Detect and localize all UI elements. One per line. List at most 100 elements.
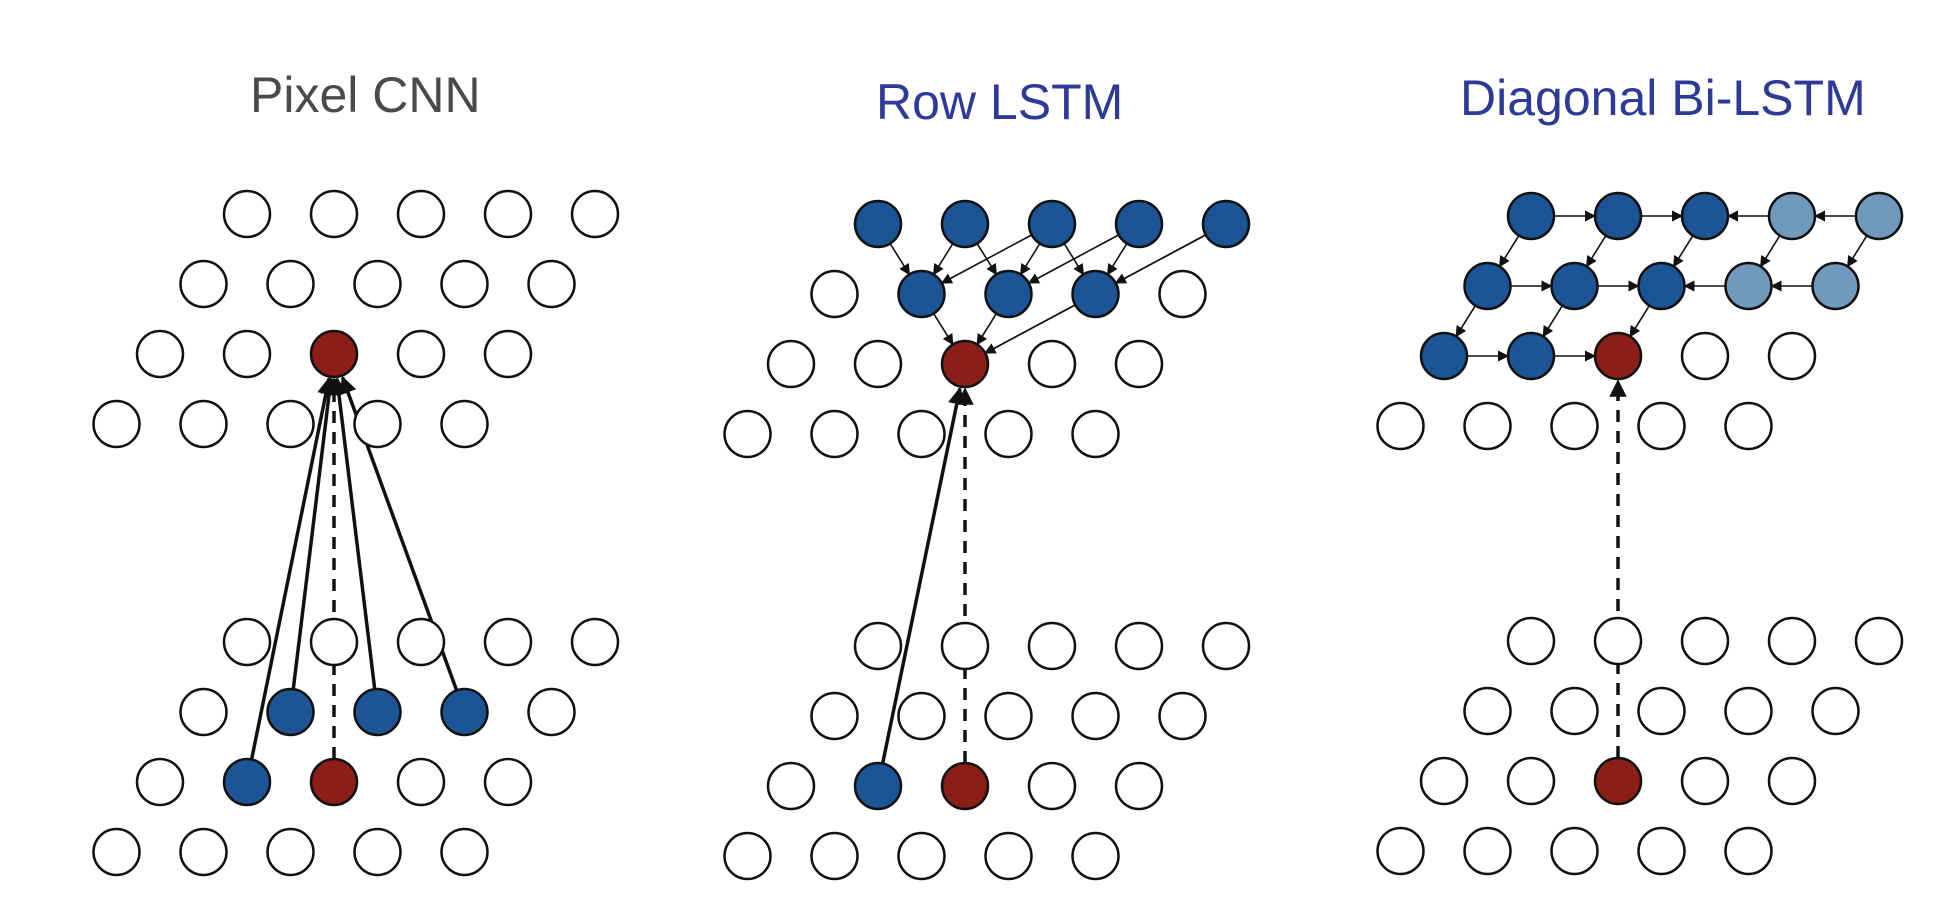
- diagonal-bilstm-node: [1724, 261, 1773, 311]
- row-lstm-node: [1201, 621, 1251, 671]
- row-lstm-node: [810, 691, 859, 741]
- diagonal-bilstm-node: [1854, 616, 1904, 666]
- row-lstm-arrow: [1019, 243, 1041, 276]
- diagonal-bilstm-node: [1767, 331, 1817, 381]
- pixel-cnn-node: [266, 399, 315, 449]
- row-lstm-node: [940, 199, 990, 249]
- pixel-cnn-node: [222, 329, 272, 379]
- row-lstm-node: [1071, 269, 1120, 319]
- diagonal-bilstm-node: [1854, 191, 1904, 241]
- pixel-cnn-node: [440, 687, 489, 737]
- row-lstm-node: [1114, 761, 1164, 811]
- diagonal-bilstm-node: [1680, 331, 1730, 381]
- diagonal-bilstm-node: [1637, 261, 1686, 311]
- pixel-cnn-node: [483, 189, 533, 239]
- diagonal-bilstm-node: [1637, 686, 1686, 736]
- row-lstm-node: [1071, 409, 1120, 459]
- row-lstm-node: [897, 831, 946, 881]
- row-lstm-node: [810, 269, 859, 319]
- row-lstm-node: [1027, 339, 1077, 389]
- row-lstm-arrow: [976, 313, 998, 346]
- edges-layer: [249, 210, 1868, 764]
- row-lstm-node: [940, 621, 990, 671]
- diagonal-bilstm-node: [1506, 756, 1556, 806]
- row-lstm-node: [1027, 621, 1077, 671]
- row-lstm-arrow: [889, 243, 911, 276]
- pixel-cnn-node: [179, 827, 228, 877]
- row-lstm-arrow: [940, 234, 1033, 284]
- row-lstm-node: [940, 339, 990, 389]
- row-lstm-arrow: [880, 386, 966, 764]
- pixel-cnn-node: [135, 329, 185, 379]
- diagonal-bilstm-node: [1463, 261, 1512, 311]
- pixel-cnn-node: [309, 189, 359, 239]
- row-lstm-node: [897, 269, 946, 319]
- pixel-cnn-node: [353, 399, 402, 449]
- pixel-cnn-arrow: [291, 377, 338, 690]
- row-lstm-node: [940, 761, 990, 811]
- diagonal-bilstm-node: [1463, 686, 1512, 736]
- row-lstm-node: [1114, 199, 1164, 249]
- pixel-cnn-node: [266, 687, 315, 737]
- pixel-cnn-node: [396, 617, 446, 667]
- diagonal-bilstm-node: [1680, 191, 1730, 241]
- pixel-cnn-node: [396, 757, 446, 807]
- pixel-cnn-node: [396, 189, 446, 239]
- diagonal-bilstm-node: [1767, 756, 1817, 806]
- diagonal-bilstm-node: [1637, 826, 1686, 876]
- diagonal-bilstm-node: [1506, 331, 1556, 381]
- pixel-cnn-node: [570, 189, 620, 239]
- pixel-cnn-node: [222, 757, 272, 807]
- row-lstm-node: [1114, 339, 1164, 389]
- diagonal-bilstm-arrow: [1498, 235, 1520, 268]
- diagonal-bilstm-node: [1550, 261, 1599, 311]
- pixel-cnn-node: [309, 757, 359, 807]
- pixel-cnn-node: [353, 827, 402, 877]
- row-lstm-node: [1201, 199, 1251, 249]
- diagonal-bilstm-node: [1724, 826, 1773, 876]
- row-lstm-node: [897, 691, 946, 741]
- diagonal-bilstm-node: [1506, 191, 1556, 241]
- pixel-cnn-title: Pixel CNN: [250, 67, 481, 123]
- diagonal-bilstm-node: [1811, 261, 1860, 311]
- diagonal-bilstm-node: [1680, 616, 1730, 666]
- diagonal-bilstm-node: [1593, 756, 1643, 806]
- diagonal-bilstm-node: [1637, 401, 1686, 451]
- diagonal-bilstm-node: [1767, 191, 1817, 241]
- diagonal-bilstm-node: [1811, 686, 1860, 736]
- row-lstm-node: [853, 199, 903, 249]
- row-lstm-node: [984, 691, 1033, 741]
- nodes-layer: [92, 189, 1904, 881]
- pixel-cnn-node: [396, 329, 446, 379]
- row-lstm-node: [810, 831, 859, 881]
- pixel-cnn-node: [440, 399, 489, 449]
- pixel-cnn-node: [570, 617, 620, 667]
- diagonal-bilstm-node: [1680, 756, 1730, 806]
- pixel-cnn-node: [222, 189, 272, 239]
- diagonal-bilstm-arrow: [1585, 235, 1607, 268]
- diagonal-bilstm-node: [1550, 401, 1599, 451]
- pixel-cnn-node: [440, 259, 489, 309]
- diagonal-bilstm-arrow: [1672, 235, 1694, 268]
- pixel-cnn-arrow: [249, 376, 335, 760]
- row-lstm-node: [1158, 269, 1207, 319]
- pixel-cnn-node: [527, 687, 576, 737]
- diagonal-bilstm-arrow: [1455, 305, 1477, 338]
- row-lstm-node: [853, 761, 903, 811]
- row-lstm-node: [723, 831, 772, 881]
- pixel-cnn-node: [222, 617, 272, 667]
- row-lstm-arrow: [1106, 243, 1128, 276]
- row-lstm-node: [766, 761, 816, 811]
- diagonal-bilstm-node: [1463, 826, 1512, 876]
- pixel-cnn-node: [266, 827, 315, 877]
- pixel-cnn-node: [135, 757, 185, 807]
- pixel-cnn-node: [266, 259, 315, 309]
- diagonal-bilstm-node: [1376, 401, 1425, 451]
- row-lstm-node: [984, 831, 1033, 881]
- row-lstm-arrow: [932, 243, 954, 276]
- pixel-cnn-node: [309, 329, 359, 379]
- diagonal-bilstm-node: [1593, 331, 1643, 381]
- row-lstm-node: [853, 621, 903, 671]
- pixel-cnn-node: [92, 827, 141, 877]
- row-lstm-node: [1027, 761, 1077, 811]
